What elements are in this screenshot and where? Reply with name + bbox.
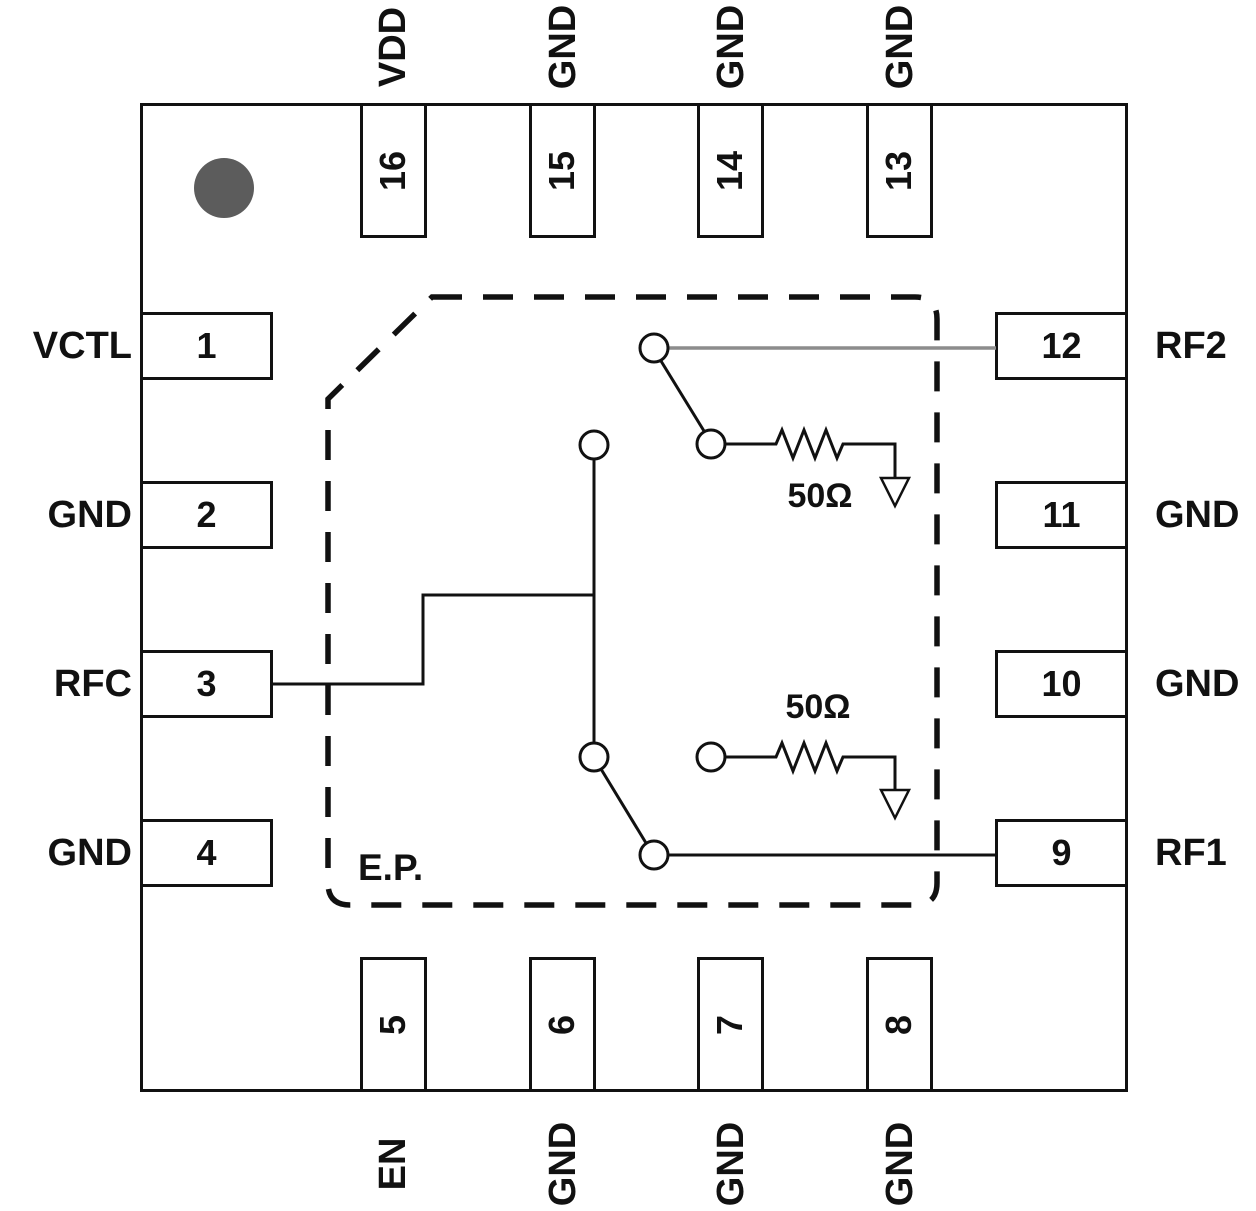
pin-number: 3 [196,663,217,704]
contact-circle-trunk-bottom [578,741,610,773]
chip-package-outline [140,103,1128,1092]
pin-box-11: 11 [995,481,1128,549]
pin-label-vctl: VCTL [32,325,132,367]
pin-label-rfc: RFC [53,663,132,705]
pin-label-rf1: RF1 [1155,832,1227,874]
pin-label-gnd-2: GND [47,494,132,536]
ground-icon-upper [878,476,912,509]
contact-circle-termination-lower [695,741,727,773]
pin-box-8: 8 [866,957,933,1092]
pin-box-3: 3 [140,650,273,718]
pin-box-9: 9 [995,819,1128,887]
rfc-trace [272,593,594,686]
pin-label-rf2: RF2 [1155,325,1227,367]
contact-circle-termination-upper [695,428,727,460]
pin-number: 12 [1041,325,1082,366]
switch-arm-rfc-rf1 [599,768,648,844]
contact-circle-rf2 [638,332,670,364]
pin-box-7: 7 [697,957,764,1092]
resistor-upper [725,425,897,478]
pin-label-gnd-11: GND [1155,494,1240,536]
ground-icon-lower [878,788,912,821]
contact-circle-rf1 [638,839,670,871]
resistor-value-upper: 50Ω [787,477,852,515]
pin-box-6: 6 [529,957,596,1092]
pin-box-15: 15 [529,103,596,238]
pin-box-2: 2 [140,481,273,549]
pin-label-gnd-4: GND [47,832,132,874]
pin-box-13: 13 [866,103,933,238]
pin-box-14: 14 [697,103,764,238]
pin-number: 1 [196,325,217,366]
pin-label-gnd-10: GND [1155,663,1240,705]
exposed-pad-label: E.P. [358,847,423,888]
pin-box-5: 5 [360,957,427,1092]
pin-box-4: 4 [140,819,273,887]
pin-number: 11 [1042,494,1081,535]
resistor-lower [725,738,897,790]
pin-number: 4 [196,832,217,873]
pin-box-1: 1 [140,312,273,380]
pin-number: 10 [1041,663,1082,704]
pin-number: 2 [196,494,217,535]
pin-box-12: 12 [995,312,1128,380]
contact-circle-trunk-top [578,429,610,461]
resistor-value-lower: 50Ω [785,688,850,726]
pin-box-16: 16 [360,103,427,238]
pin-box-10: 10 [995,650,1128,718]
exposed-pad-boundary [325,294,940,908]
pin-number: 9 [1051,832,1072,873]
pin1-marker-dot [194,158,254,218]
switch-arm-rf2-termination [659,360,706,432]
